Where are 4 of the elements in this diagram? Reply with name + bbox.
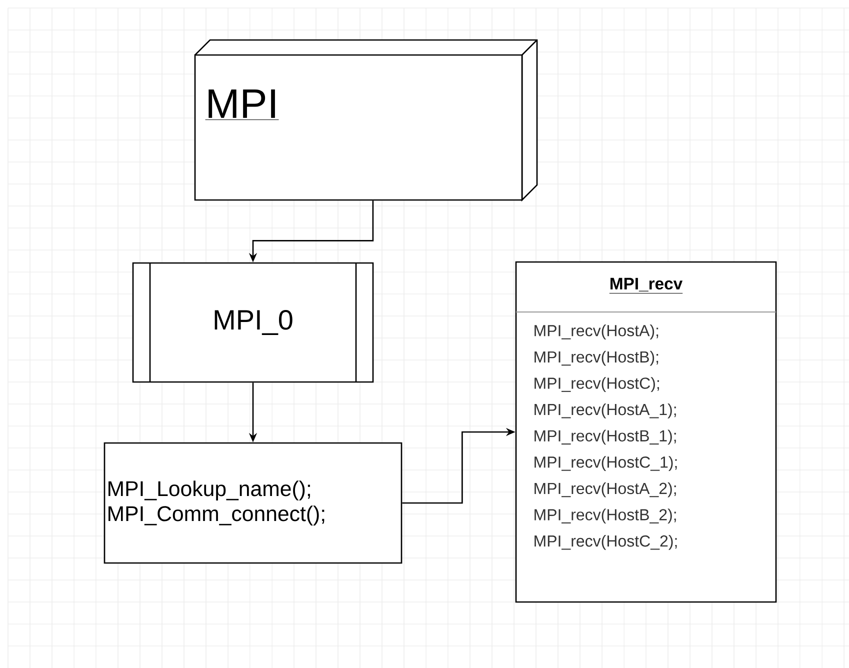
process-box: MPI_Lookup_name(); MPI_Comm_connect();: [104, 442, 402, 564]
process-box: MPI_0: [132, 262, 374, 383]
class-box: MPI_recv MPI_recv(HostA); MPI_recv(HostB); MPI_recv(HostC); MPI_recv(HostA_1); MPI_recv(HostB_1); MPI_recv(HostC_1); MPI_recv(HostA_2); MPI_recv(HostB_2); MPI_recv(HostC_2);: [515, 261, 777, 603]
node-cube: MPI: [194, 39, 538, 202]
